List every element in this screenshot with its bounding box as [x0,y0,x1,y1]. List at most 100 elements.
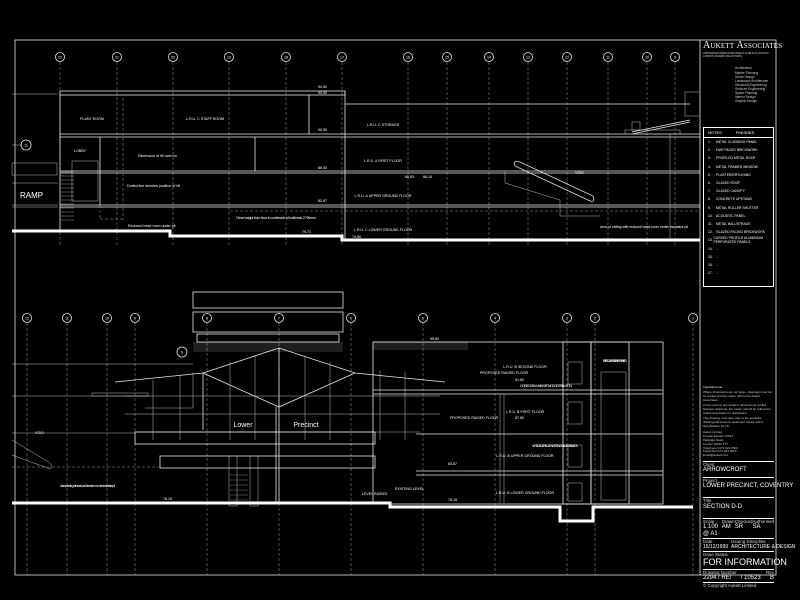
rev-label: Rev [765,570,774,576]
grid-label: 12 [565,55,569,59]
discipline-value: ARCHITECTURE & DESIGN [731,544,796,551]
address-line: Parkgate Road [703,438,724,443]
scale-value: 1:100 @ A1 [703,523,719,537]
finish-item: 13.CURVED PROFILE ALUMINIUM PERFORATED P… [704,236,773,244]
status-label: Issue Status [703,552,728,558]
grid-bubble [274,313,284,323]
finish-text: PROFILED METAL ROOF [716,156,756,161]
finish-number: 3. [708,156,711,161]
finish-number: 1. [708,140,711,145]
escalator [513,161,595,202]
label-void: VOID [575,171,584,175]
project-label: Project [703,478,718,484]
finish-number: 6. [708,181,711,186]
finish-number: 12. [708,230,713,235]
label-precinct: Precinct [293,422,318,429]
upper-labels: PLANT ROOM L.R.U. C STAFF ROOM L.R.U. C … [20,85,688,239]
note-line: Where dimensions are not given, drawings… [703,390,773,402]
drawing-number-suffix: / 10523 [740,575,761,582]
grid-bubble [62,313,72,323]
grid-label: 20 [171,55,175,59]
grid-bubble [603,52,613,62]
grid-bubble [642,52,652,62]
finish-item: 6. GLAZED ROOF [704,179,773,187]
grid-label: 11 [606,55,610,59]
finish-text: - [716,271,718,276]
label-level-raised: LEVEL RAISED [362,492,388,496]
level-marker: 93.00 [318,91,327,95]
finish-number: 15. [708,254,713,259]
label-existing-level: EXISTING LEVEL [395,487,424,491]
level-marker: 79.71 [302,230,311,234]
finish-text: GLAZED CANOPY [716,189,745,194]
scale-label: Scale [703,518,715,524]
grid-bubble [562,313,572,323]
level-marker: 87.80 [515,416,524,420]
finish-text: - [716,246,718,251]
client-value: ARROWCROFT [703,467,747,474]
grid-bubble [590,313,600,323]
upper-ground-line [12,229,700,242]
title-fields: Client ARROWCROFT Project LOWER PRECINCT… [703,461,796,589]
grid-label: 18 [284,55,288,59]
discipline-item: Master Planning [735,70,759,75]
grid-bubble [281,52,291,62]
finish-text: GLAZED ROOF [716,181,741,186]
escalator [11,439,52,470]
lower-labels: Lower Precinct L.R.U. B SECOND FLOOR L.R… [35,337,627,502]
grid-bubble [22,313,32,323]
level-marker: 90.50 [318,128,327,132]
finish-item: 17.- [704,269,773,277]
title-value: SECTION D-D [703,503,742,510]
finish-text: METAL BALUSTRADE [716,221,751,226]
finish-item: 9.METAL ROLLER SHUTTER [704,204,773,212]
grid-label: 10 [645,55,649,59]
grid-bubble [403,52,413,62]
finish-text: PLASTER/DRYLINING [716,172,751,177]
finish-item: 8.CONCRETE UPSTAND [704,195,773,203]
finish-item: 7.GLAZED CANOPY [704,187,773,195]
lower-building: 6 [11,291,693,523]
finish-text: CURVED PROFILE ALUMINIUM PERFORATED PANE… [713,236,763,245]
discipline-item: Urban Design [735,74,755,79]
upper-building: 11 [11,90,701,242]
grid-label: 12 [25,316,29,320]
finish-text: GLAZED FACING BRICKWORK [716,230,765,235]
status-value: FOR INFORMATION [703,557,787,568]
grid-label: 15 [445,55,449,59]
label-plant-room: PLANT ROOM [80,117,104,121]
lower-ground-line [12,501,693,523]
finish-item: 5.PLASTER/DRYLINING [704,171,773,179]
finish-number: 4. [708,164,711,169]
finish-item: 11.METAL BALUSTRADE [704,220,773,228]
grid-label: 9 [674,55,676,59]
grid-bubble [202,313,212,323]
label-horizontal-service: HORIZONTAL MAIN SERVICE DISTRIBUTION [520,384,572,388]
finish-text: - [716,254,718,259]
title-block: Important note Where dimensions are not … [703,385,796,589]
discipline-item: Structural Engineering [735,82,767,87]
discipline-label: Issuing Discipline [731,538,766,544]
glazed-roof [114,347,446,383]
level-marker: 91.60 [515,378,524,382]
title-label: Title [703,498,712,504]
grid-bubble [418,313,428,323]
label-raised-floor: PROPOSED RAISED FLOOR [450,416,499,420]
label-lift-overrun: Dimension of lift overrun [138,154,177,158]
copyright: © Copyright Aukett Limited [703,583,757,589]
level-marker: 86.53 [318,166,327,170]
grid-label: 9 [134,316,136,320]
label-first-floor: L.R.U. B FIRST FLOOR [506,410,545,414]
label-ceiling-area: Area of ceiling with reduced head-room u… [60,484,115,488]
grid-label: 16 [406,55,410,59]
finishes-header: FINISHES [735,130,755,135]
grid-label: 7 [278,316,280,320]
project-value: LOWER PRECINCT, COVENTRY [703,483,794,490]
finish-item: 12.GLAZED FACING BRICKWORK [704,228,773,236]
finish-number: 17. [708,271,713,276]
authorised-value: SA [752,523,761,530]
grid-bubble [224,52,234,62]
finish-number: 10. [708,213,713,218]
drawn-value: AM [721,523,731,530]
